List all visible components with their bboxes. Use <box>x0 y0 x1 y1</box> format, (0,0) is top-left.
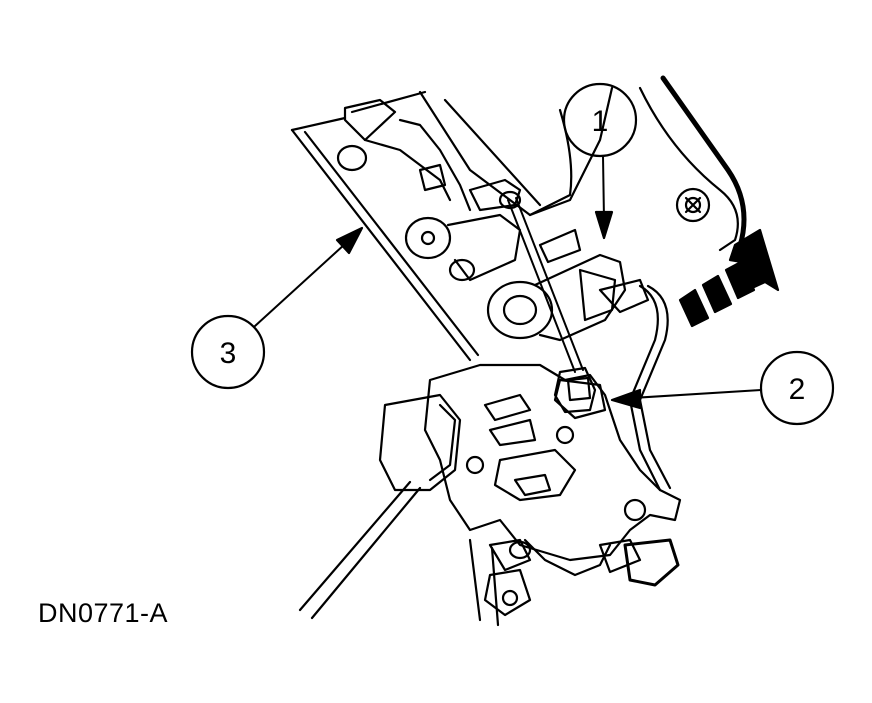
actuating-rod <box>507 197 584 373</box>
direction-arrows <box>678 228 780 328</box>
release-cables <box>298 284 672 620</box>
callout-2-number: 2 <box>789 373 806 406</box>
lock-actuator <box>486 228 650 342</box>
figure-id-label: DN0771-A <box>38 598 169 628</box>
latch-assembly <box>378 363 682 627</box>
callout-2 <box>610 350 835 426</box>
callout-1 <box>562 82 638 240</box>
callout-3-number: 3 <box>220 337 237 370</box>
door-inner-panel <box>290 75 747 362</box>
handle-linkage <box>336 98 522 282</box>
mounting-bolt <box>675 187 711 223</box>
callout-3 <box>190 226 364 390</box>
callout-1-number: 1 <box>592 105 609 138</box>
